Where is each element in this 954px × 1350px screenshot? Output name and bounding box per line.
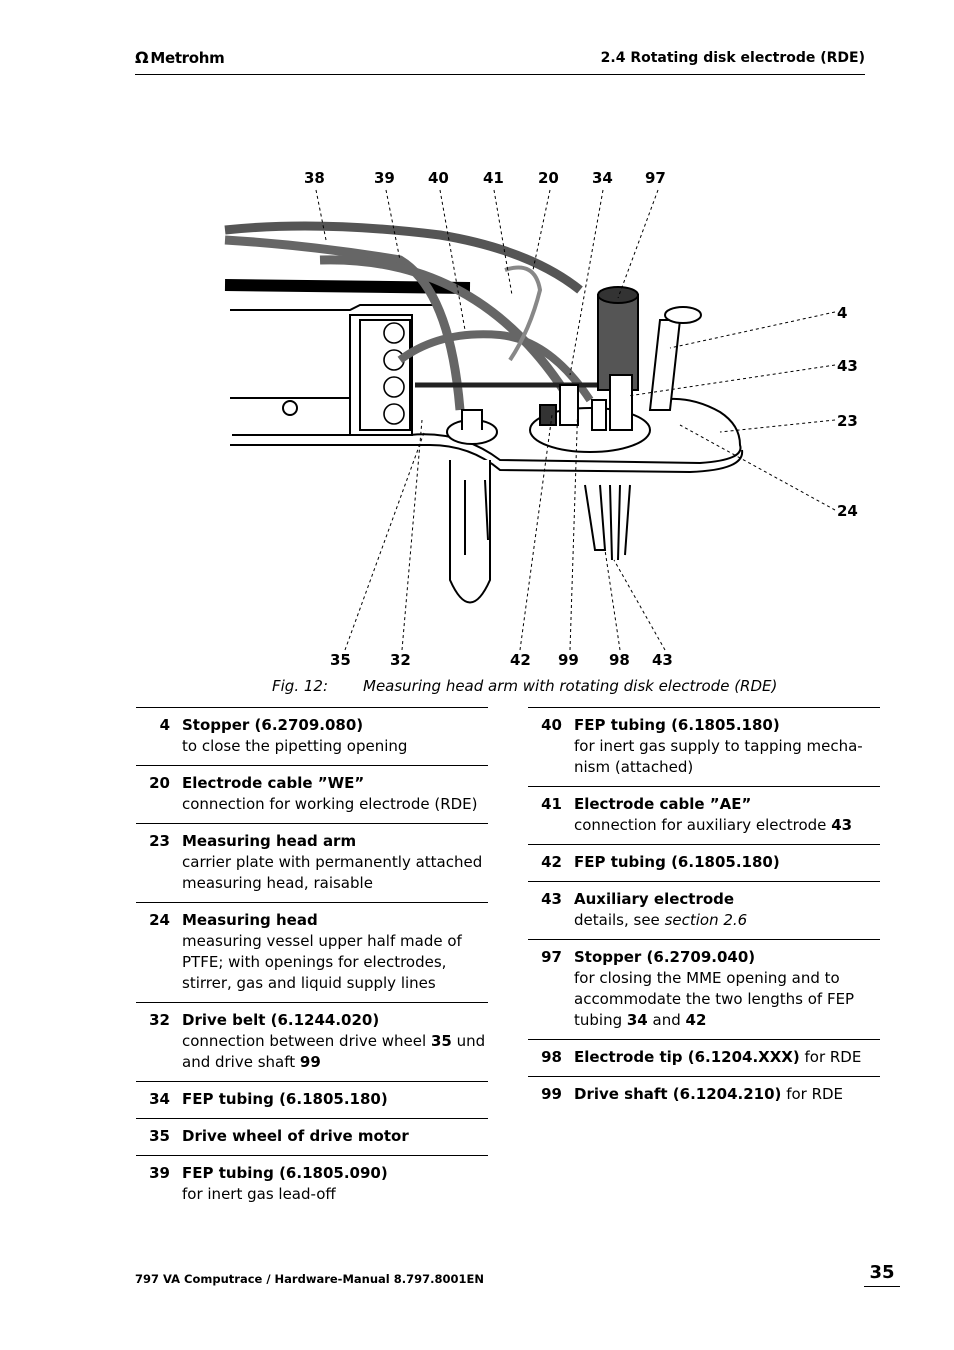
legend-item: 40 FEP tubing (6.1805.180) for inert gas …: [528, 707, 880, 786]
item-title: Drive belt (6.1244.020): [182, 1011, 380, 1029]
item-number: 97: [541, 948, 562, 966]
legend-item: 98 Electrode tip (6.1204.XXX) for RDE: [528, 1039, 880, 1076]
item-number: 4: [159, 716, 170, 734]
legend-right: 40 FEP tubing (6.1805.180) for inert gas …: [528, 707, 880, 1113]
callout-35: 35: [330, 651, 351, 669]
item-title: FEP tubing (6.1805.180): [574, 853, 780, 871]
caption-number: Fig. 12:: [272, 677, 328, 695]
legend-item: 41 Electrode cable ”AE” connection for au…: [528, 786, 880, 844]
legend-item: 4 Stopper (6.2709.080) to close the pipet…: [136, 707, 488, 765]
item-desc: for inert gas lead-off: [182, 1185, 336, 1203]
item-number: 40: [541, 716, 562, 734]
item-desc: details, see section 2.6: [574, 911, 748, 929]
callout-43-right: 43: [837, 357, 858, 375]
item-desc: connection for working electrode (RDE): [182, 795, 478, 813]
legend-item: 24 Measuring head measuring vessel upper …: [136, 902, 488, 1002]
legend-item: 97 Stopper (6.2709.040) for closing the M…: [528, 939, 880, 1039]
item-desc: connection between drive wheel 35 und an…: [182, 1032, 486, 1071]
callout-41: 41: [483, 169, 504, 187]
item-title: FEP tubing (6.1805.180): [574, 716, 780, 734]
callout-24: 24: [837, 502, 858, 520]
item-number: 32: [149, 1011, 170, 1029]
legend-item: 99 Drive shaft (6.1204.210) for RDE: [528, 1076, 880, 1113]
brand-name: Metrohm: [150, 49, 225, 67]
caption-text: Measuring head arm with rotating disk el…: [363, 677, 778, 695]
item-desc: for closing the MME opening and to accom…: [574, 969, 855, 1029]
section-title: 2.4 Rotating disk electrode (RDE): [600, 50, 865, 66]
legend-left: 4 Stopper (6.2709.080) to close the pipet…: [136, 707, 488, 1213]
callout-99: 99: [558, 651, 579, 669]
callout-39: 39: [374, 169, 395, 187]
callout-42: 42: [510, 651, 531, 669]
callout-34: 34: [592, 169, 613, 187]
item-title: Stopper (6.2709.040): [574, 948, 756, 966]
legend-item: 23 Measuring head arm carrier plate with …: [136, 823, 488, 902]
item-title: Stopper (6.2709.080): [182, 716, 364, 734]
legend-item: 32 Drive belt (6.1244.020) connection bet…: [136, 1002, 488, 1081]
item-title: Drive wheel of drive motor: [182, 1127, 409, 1145]
item-title: FEP tubing (6.1805.180): [182, 1090, 388, 1108]
item-number: 35: [149, 1127, 170, 1145]
item-number: 41: [541, 795, 562, 813]
omega-icon: Ω: [135, 48, 149, 67]
item-title: Measuring head: [182, 911, 318, 929]
item-number: 24: [149, 911, 170, 929]
legend-item: 35 Drive wheel of drive motor: [136, 1118, 488, 1155]
page-footer: 797 VA Computrace / Hardware-Manual 8.79…: [135, 1262, 900, 1288]
item-number: 99: [541, 1085, 562, 1103]
callout-38: 38: [304, 169, 325, 187]
item-title: Electrode tip (6.1204.XXX): [574, 1048, 800, 1066]
item-desc: measuring vessel upper half made of PTFE…: [182, 932, 462, 992]
callout-20: 20: [538, 169, 559, 187]
item-title: Measuring head arm: [182, 832, 357, 850]
item-title: FEP tubing (6.1805.090): [182, 1164, 388, 1182]
item-title: Drive shaft (6.1204.210): [574, 1085, 782, 1103]
item-number: 42: [541, 853, 562, 871]
page-number: 35: [864, 1262, 900, 1287]
item-desc: carrier plate with permanently attached …: [182, 853, 483, 892]
rde-illustration: 38 39 40 41 20 34 97 4 43 23 24 35 32 42…: [224, 169, 858, 669]
item-desc: for inert gas supply to tapping mecha-ni…: [574, 737, 863, 776]
legend-item: 34 FEP tubing (6.1805.180): [136, 1081, 488, 1118]
callout-40: 40: [428, 169, 449, 187]
item-title: Auxiliary electrode: [574, 890, 735, 908]
item-number: 98: [541, 1048, 562, 1066]
item-number: 20: [149, 774, 170, 792]
legend-item: 43 Auxiliary electrode details, see secti…: [528, 881, 880, 939]
callout-43-bottom: 43: [652, 651, 673, 669]
callout-98: 98: [609, 651, 630, 669]
item-number: 39: [149, 1164, 170, 1182]
item-desc: to close the pipetting opening: [182, 737, 408, 755]
callout-32: 32: [390, 651, 411, 669]
item-number: 34: [149, 1090, 170, 1108]
item-number: 23: [149, 832, 170, 850]
legend-item: 42 FEP tubing (6.1805.180): [528, 844, 880, 881]
item-number: 43: [541, 890, 562, 908]
item-title: Electrode cable ”AE”: [574, 795, 752, 813]
legend-item: 39 FEP tubing (6.1805.090) for inert gas …: [136, 1155, 488, 1213]
figure-caption: Fig. 12: Measuring head arm with rotating…: [272, 677, 777, 695]
footer-text: 797 VA Computrace / Hardware-Manual 8.79…: [135, 1272, 484, 1286]
legend-item: 20 Electrode cable ”WE” connection for wo…: [136, 765, 488, 823]
callout-23: 23: [837, 412, 858, 430]
callout-97: 97: [645, 169, 666, 187]
item-desc: connection for auxiliary electrode 43: [574, 816, 853, 834]
item-suffix: for RDE: [799, 1048, 862, 1066]
callout-4: 4: [837, 304, 847, 322]
item-title: Electrode cable ”WE”: [182, 774, 365, 792]
item-suffix: for RDE: [781, 1085, 844, 1103]
